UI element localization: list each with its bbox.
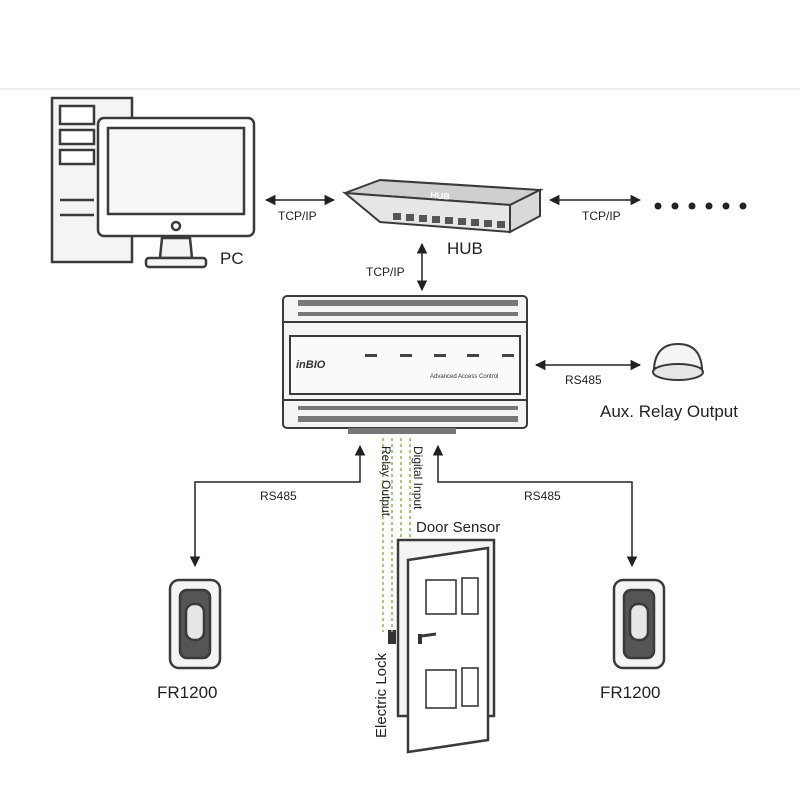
hub-label: HUB [447, 239, 483, 258]
network-hub-icon [341, 178, 544, 234]
relay-dome-icon [652, 342, 704, 381]
rs485-label-aux: RS485 [565, 373, 602, 387]
door-icon [396, 538, 496, 754]
electric-lock-label: Electric Lock [373, 652, 390, 738]
link-panel-reader-right [432, 444, 638, 568]
fr1200-label-left: FR1200 [157, 683, 218, 702]
access-panel-icon [282, 295, 528, 429]
wire-sensor-input [400, 438, 411, 540]
tcp-label-hub-right: TCP/IP [582, 209, 621, 223]
monitor-icon [96, 116, 256, 269]
wire-relay-lock [382, 438, 393, 632]
fr1200-label-right: FR1200 [600, 683, 661, 702]
fingerprint-reader-icon [168, 578, 222, 670]
panel-caption: Advanced Access Control [430, 374, 498, 380]
fingerprint-reader-icon [612, 578, 666, 670]
panel-terminals-top [298, 300, 518, 316]
rs485-label-left: RS485 [260, 489, 297, 503]
panel-led-row [365, 354, 514, 357]
tcp-label-pc-hub: TCP/IP [278, 209, 317, 223]
rs485-label-right: RS485 [524, 489, 561, 503]
link-panel-reader-left [189, 444, 366, 568]
pc-label: PC [220, 249, 244, 268]
continuation-dots [654, 202, 747, 210]
top-divider [0, 88, 800, 90]
tcp-label-hub-panel: TCP/IP [366, 265, 405, 279]
digital-input-label: Digital Input [411, 446, 425, 510]
aux-relay-label: Aux. Relay Output [600, 402, 738, 421]
lock-icon [388, 630, 396, 644]
panel-brand: inBIO [296, 359, 326, 371]
door-sensor-label: Door Sensor [416, 519, 501, 536]
panel-terminals-bottom [298, 406, 518, 434]
relay-output-label: Relay Output [379, 446, 393, 517]
hub-case-label: HUB [430, 190, 451, 202]
